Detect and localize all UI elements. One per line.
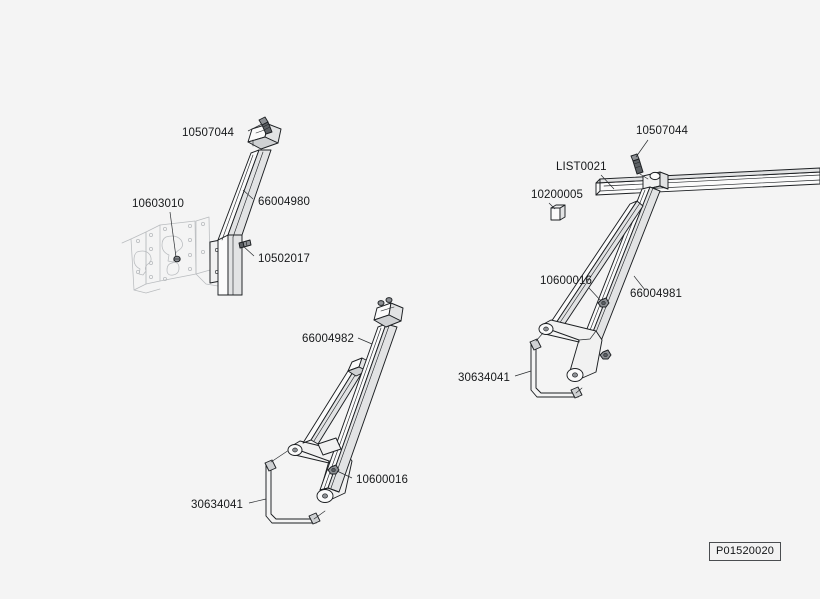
leader-right-30634041	[514, 370, 532, 377]
callout-right-30634041: 30634041	[458, 372, 510, 384]
center-lower-assembly: 66004982 10600016 30634041	[191, 297, 408, 525]
callout-center-66004982: 66004982	[302, 333, 354, 345]
part-30634041-bail-center	[264, 447, 326, 525]
leader-right-10600016	[588, 287, 602, 302]
callout-left-66004980: 66004980	[258, 196, 310, 208]
page-id-badge: P01520020	[709, 542, 782, 562]
callout-center-10600016: 10600016	[356, 474, 408, 486]
callout-right-10200005: 10200005	[531, 189, 583, 201]
right-bracket-plate	[538, 319, 603, 382]
leader-center-30634041	[248, 498, 267, 504]
leader-center-10600016	[336, 470, 353, 479]
callout-left-10603010: 10603010	[132, 198, 184, 210]
part-10603010-fastener	[173, 255, 181, 263]
part-LIST0021-tube	[595, 167, 820, 196]
leader-left-10507044	[247, 123, 263, 132]
callout-right-10600016: 10600016	[540, 275, 592, 287]
right-assembly: 10507044 LIST0021 10200005 10600016 6600…	[458, 125, 820, 399]
leader-center-66004982	[357, 337, 373, 345]
part-10502017-bolt	[238, 239, 252, 249]
callout-right-10507044: 10507044	[636, 125, 688, 137]
part-10600016-nut-right-lower	[599, 349, 612, 360]
part-10507044-bolt-left	[258, 116, 273, 135]
center-callouts: 66004982 10600016 30634041	[191, 333, 408, 511]
right-junction-collar	[642, 171, 669, 191]
callout-left-10507044: 10507044	[182, 127, 234, 139]
chassis-plate-ghost	[121, 216, 219, 294]
callout-left-10502017: 10502017	[258, 253, 310, 265]
right-callouts: 10507044 LIST0021 10200005 10600016 6600…	[458, 125, 688, 384]
leader-right-10200005	[548, 202, 556, 210]
leader-right-66004981	[633, 275, 646, 291]
leader-left-10502017	[242, 245, 255, 257]
callout-right-LIST0021: LIST0021	[556, 161, 607, 173]
left-callouts: 10507044 10603010 66004980 10502017	[132, 123, 310, 265]
center-arm-top-cap	[373, 297, 404, 328]
leader-left-10603010	[169, 211, 177, 258]
left-arm-top-cap	[247, 123, 282, 150]
part-10600016-nut-center	[327, 464, 340, 475]
callout-right-66004981: 66004981	[630, 288, 682, 300]
callout-center-30634041: 30634041	[191, 499, 243, 511]
leader-left-66004980	[242, 189, 254, 200]
part-30634041-bail-right	[529, 332, 583, 399]
part-10200005-bushing	[550, 204, 566, 221]
left-upper-assembly: 10507044 10603010 66004980 10502017	[121, 116, 310, 296]
leader-right-LIST0021	[600, 174, 615, 190]
part-66004980-arm	[217, 149, 272, 296]
leader-right-10507044	[635, 139, 649, 158]
part-66004982-arm	[317, 323, 398, 493]
